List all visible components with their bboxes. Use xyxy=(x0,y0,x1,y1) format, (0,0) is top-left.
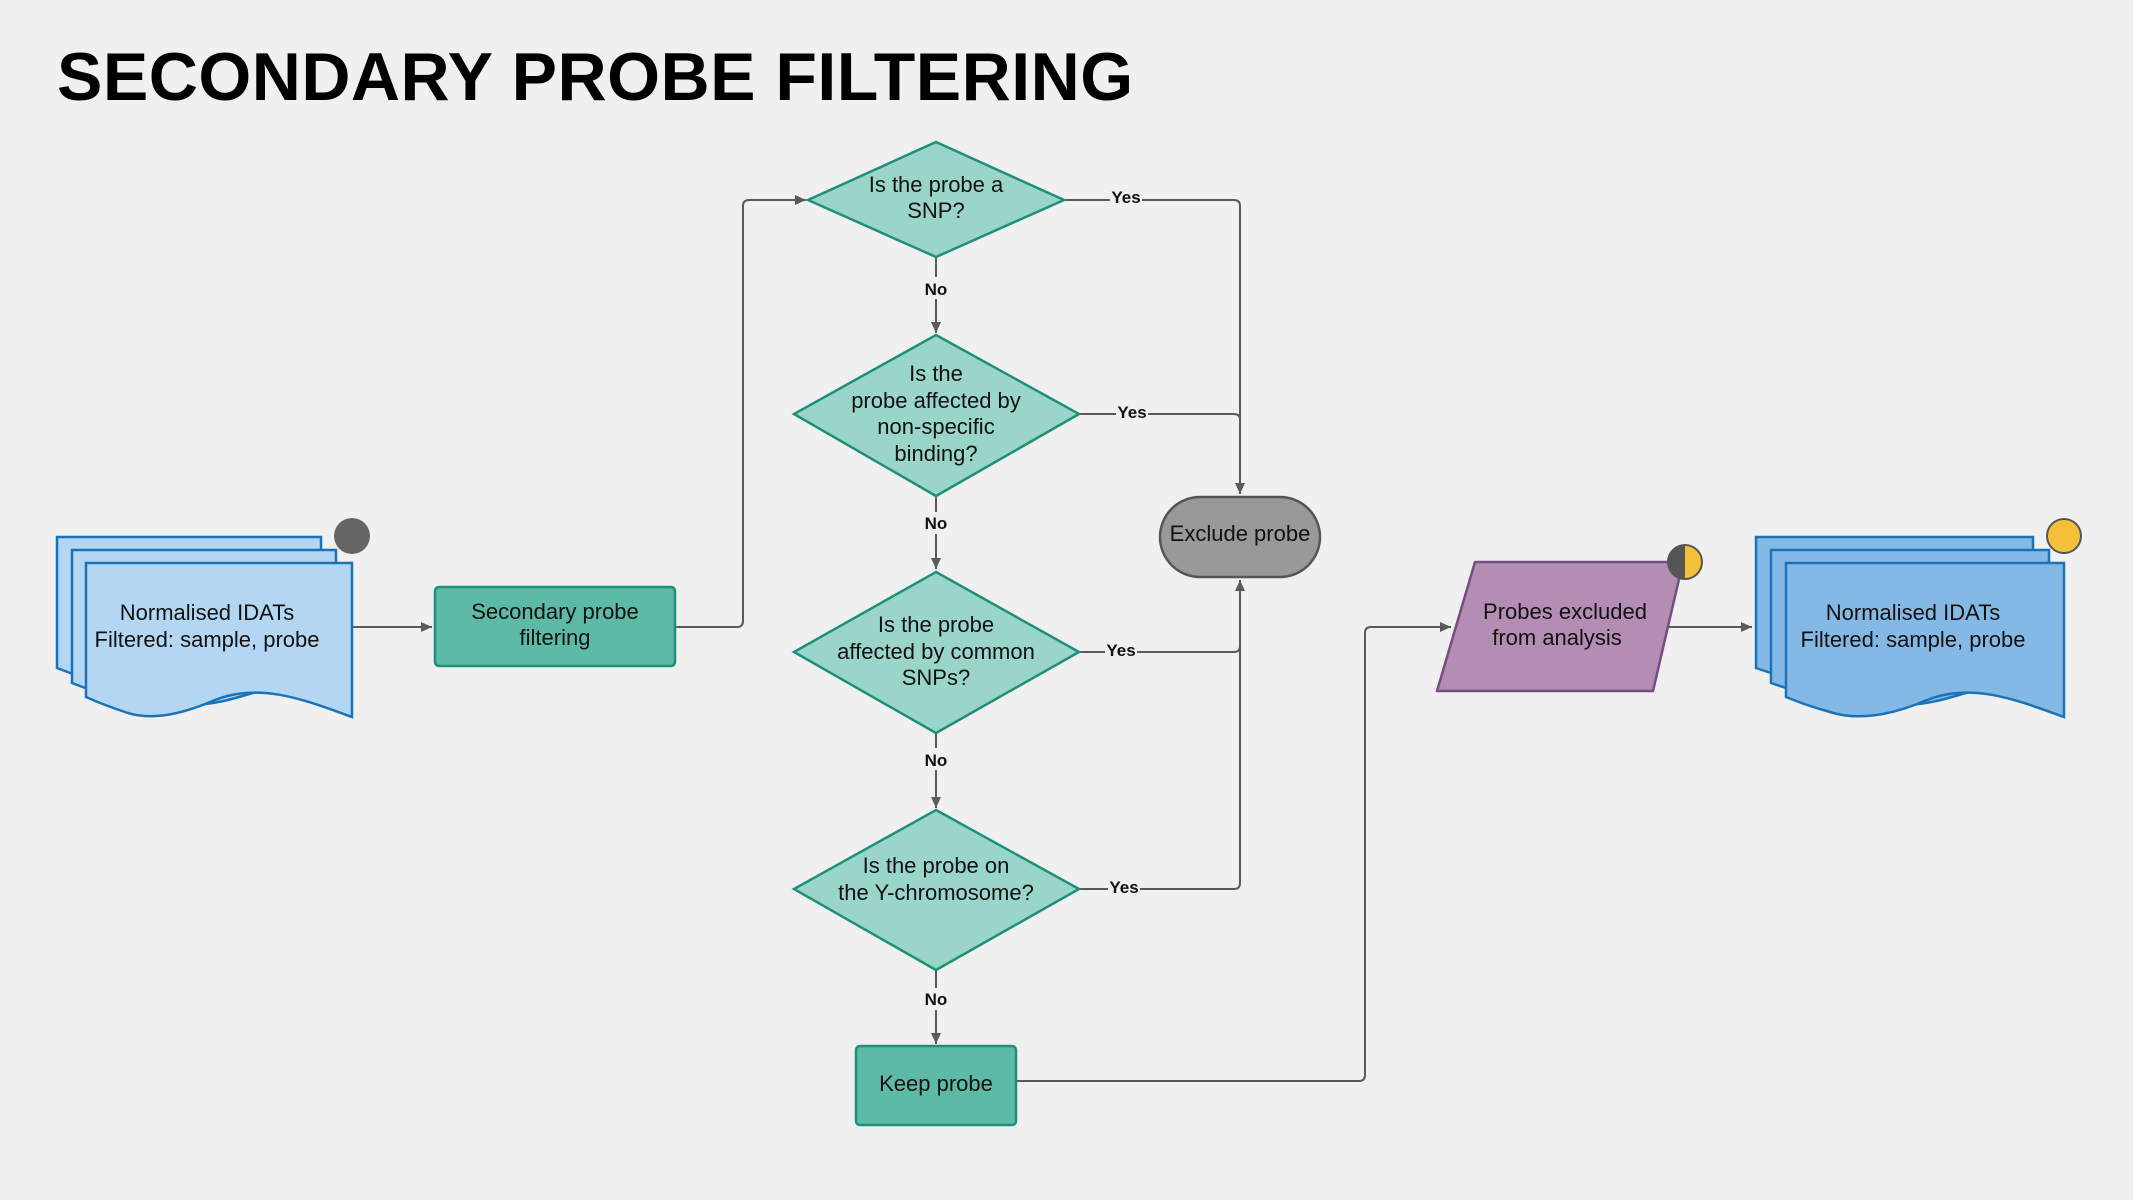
input-documents-node[interactable]: Normalised IDATs Filtered: sample, probe xyxy=(55,518,370,719)
secondary-filtering-line1: Secondary probe xyxy=(471,599,639,624)
gray-dot-icon xyxy=(334,518,370,554)
probes-excluded-line1: Probes excluded xyxy=(1483,599,1647,624)
connector-ychrom-yes xyxy=(1079,580,1245,890)
connector-common-yes xyxy=(1079,645,1241,653)
decision-nonspecific-line3: non-specific xyxy=(877,414,994,439)
page-title: SECONDARY PROBE FILTERING xyxy=(57,39,1134,115)
yellow-dot-icon xyxy=(2046,518,2082,554)
probes-excluded-line2: from analysis xyxy=(1492,625,1622,650)
connector-filtering-to-snp xyxy=(676,195,806,628)
keep-probe-node[interactable]: Keep probe xyxy=(854,1044,1018,1127)
decision-nonspecific-line4: binding? xyxy=(894,441,977,466)
edge-label-ychrom-no: No xyxy=(925,990,948,1009)
probes-excluded-node[interactable]: Probes excluded from analysis xyxy=(1435,544,1703,693)
decision-snp-line1: Is the probe a xyxy=(869,172,1004,197)
decision-ychromosome-node[interactable]: Is the probe on the Y-chromosome? xyxy=(791,808,1082,972)
connector-snp-yes xyxy=(1064,199,1245,494)
edge-label-common-no: No xyxy=(925,751,948,770)
edge-label-nonspecific-no: No xyxy=(925,514,948,533)
output-docs-line2: Filtered: sample, probe xyxy=(1801,627,2026,652)
secondary-filtering-line2: filtering xyxy=(520,625,591,650)
keep-probe-label: Keep probe xyxy=(879,1071,993,1096)
connector-keep-to-excluded xyxy=(1016,622,1451,1082)
half-yellow-dot-icon xyxy=(1667,544,1703,580)
decision-common-line3: SNPs? xyxy=(902,665,970,690)
edge-label-ychrom-yes: Yes xyxy=(1109,878,1138,897)
input-docs-line2: Filtered: sample, probe xyxy=(95,627,320,652)
decision-ychrom-line1: Is the probe on xyxy=(863,853,1010,878)
output-docs-line1: Normalised IDATs xyxy=(1826,600,2000,625)
exclude-probe-node[interactable]: Exclude probe xyxy=(1158,495,1322,579)
edge-labels: Yes Yes Yes Yes No No No No xyxy=(920,186,1148,1010)
edge-label-common-yes: Yes xyxy=(1106,641,1135,660)
exclude-probe-label: Exclude probe xyxy=(1170,521,1311,546)
secondary-filtering-node[interactable]: Secondary probe filtering xyxy=(433,585,677,668)
decision-nonspecific-line2: probe affected by xyxy=(851,388,1021,413)
connector-nonspecific-yes xyxy=(1079,413,1241,421)
input-docs-line1: Normalised IDATs xyxy=(120,600,294,625)
input-doc-front-page xyxy=(84,561,354,719)
output-documents-node[interactable]: Normalised IDATs Filtered: sample, probe xyxy=(1754,518,2082,719)
decision-nonspecific-line1: Is the xyxy=(909,361,963,386)
decision-common-line1: Is the probe xyxy=(878,612,994,637)
decision-common-snps-node[interactable]: Is the probe affected by common SNPs? xyxy=(791,570,1082,735)
decision-common-line2: affected by common xyxy=(837,639,1035,664)
output-doc-front-page xyxy=(1784,561,2066,719)
decision-snp-line2: SNP? xyxy=(907,198,964,223)
decision-nonspecific-node[interactable]: Is the probe affected by non-specific bi… xyxy=(791,333,1082,498)
decision-is-snp-node[interactable]: Is the probe a SNP? xyxy=(804,140,1068,259)
edge-label-nonspecific-yes: Yes xyxy=(1117,403,1146,422)
decision-ychrom-line2: the Y-chromosome? xyxy=(838,880,1034,905)
edge-label-snp-no: No xyxy=(925,280,948,299)
edge-label-snp-yes: Yes xyxy=(1111,188,1140,207)
